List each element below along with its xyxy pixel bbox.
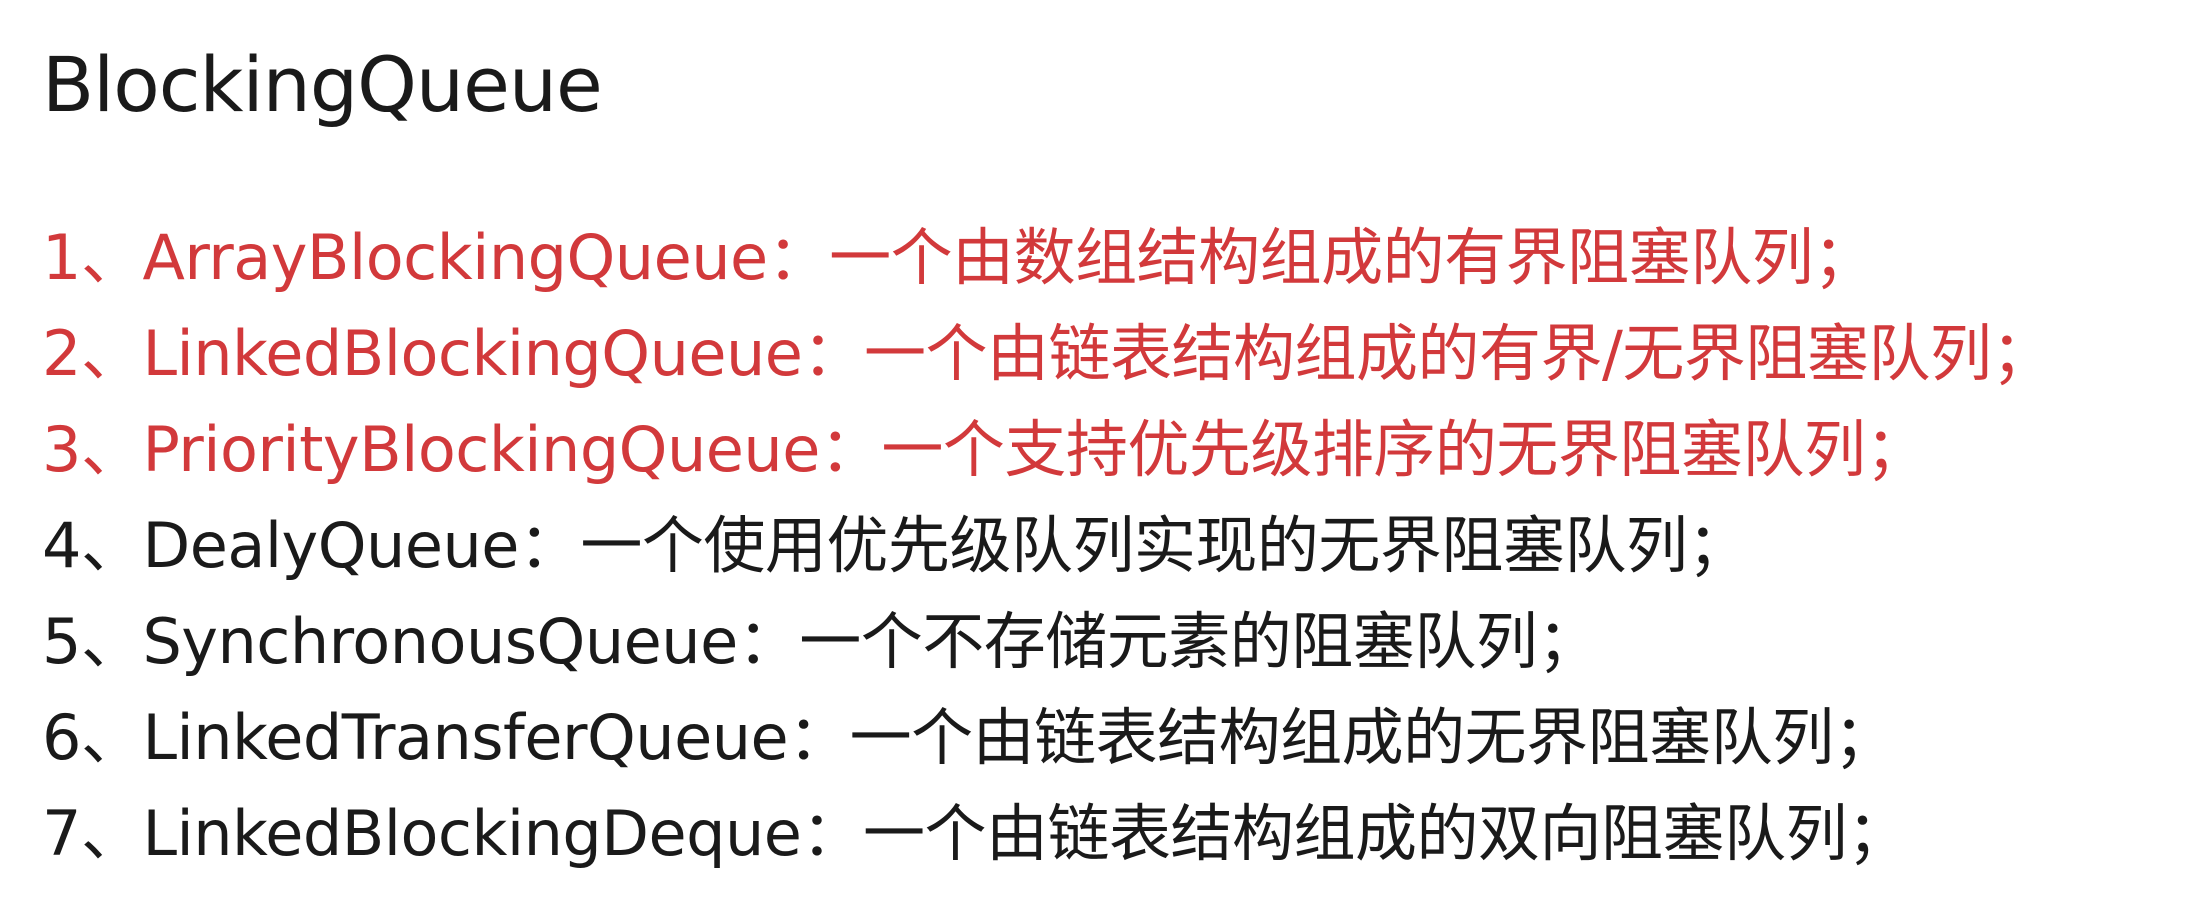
list-item-dealy-queue: 4、DealyQueue：一个使用优先级队列实现的无界阻塞队列； bbox=[42, 509, 1749, 582]
list-item-linked-blocking-deque: 7、LinkedBlockingDeque：一个由链表结构组成的双向阻塞队列； bbox=[42, 797, 1909, 870]
page-title: BlockingQueue bbox=[42, 40, 603, 129]
list-item-synchronous-queue: 5、SynchronousQueue：一个不存储元素的阻塞队列； bbox=[42, 605, 1599, 678]
list-item-priority-blocking-queue: 3、PriorityBlockingQueue：一个支持优先级排序的无界阻塞队列… bbox=[42, 413, 1927, 486]
queue-list: 1、ArrayBlockingQueue：一个由数组结构组成的有界阻塞队列； 2… bbox=[42, 210, 2053, 882]
list-item-linked-blocking-queue: 2、LinkedBlockingQueue：一个由链表结构组成的有界/无界阻塞队… bbox=[42, 317, 2053, 390]
list-item-array-blocking-queue: 1、ArrayBlockingQueue：一个由数组结构组成的有界阻塞队列； bbox=[42, 221, 1875, 294]
list-item-linked-transfer-queue: 6、LinkedTransferQueue：一个由链表结构组成的无界阻塞队列； bbox=[42, 701, 1896, 774]
